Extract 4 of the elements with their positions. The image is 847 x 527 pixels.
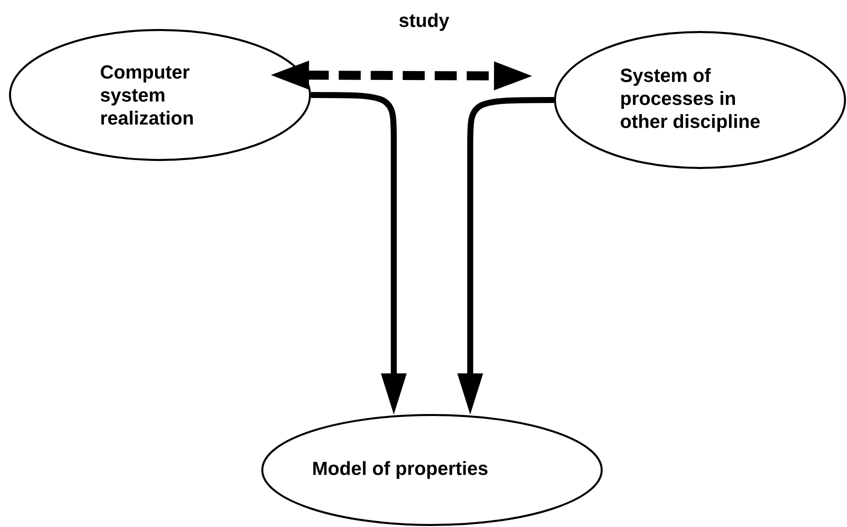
ellipse-node: System of processes in other discipline <box>554 31 846 169</box>
ellipse-node: Computer system realization <box>9 29 311 161</box>
ellipse-node: Model of properties <box>261 414 603 526</box>
edge-label: study <box>396 11 452 33</box>
